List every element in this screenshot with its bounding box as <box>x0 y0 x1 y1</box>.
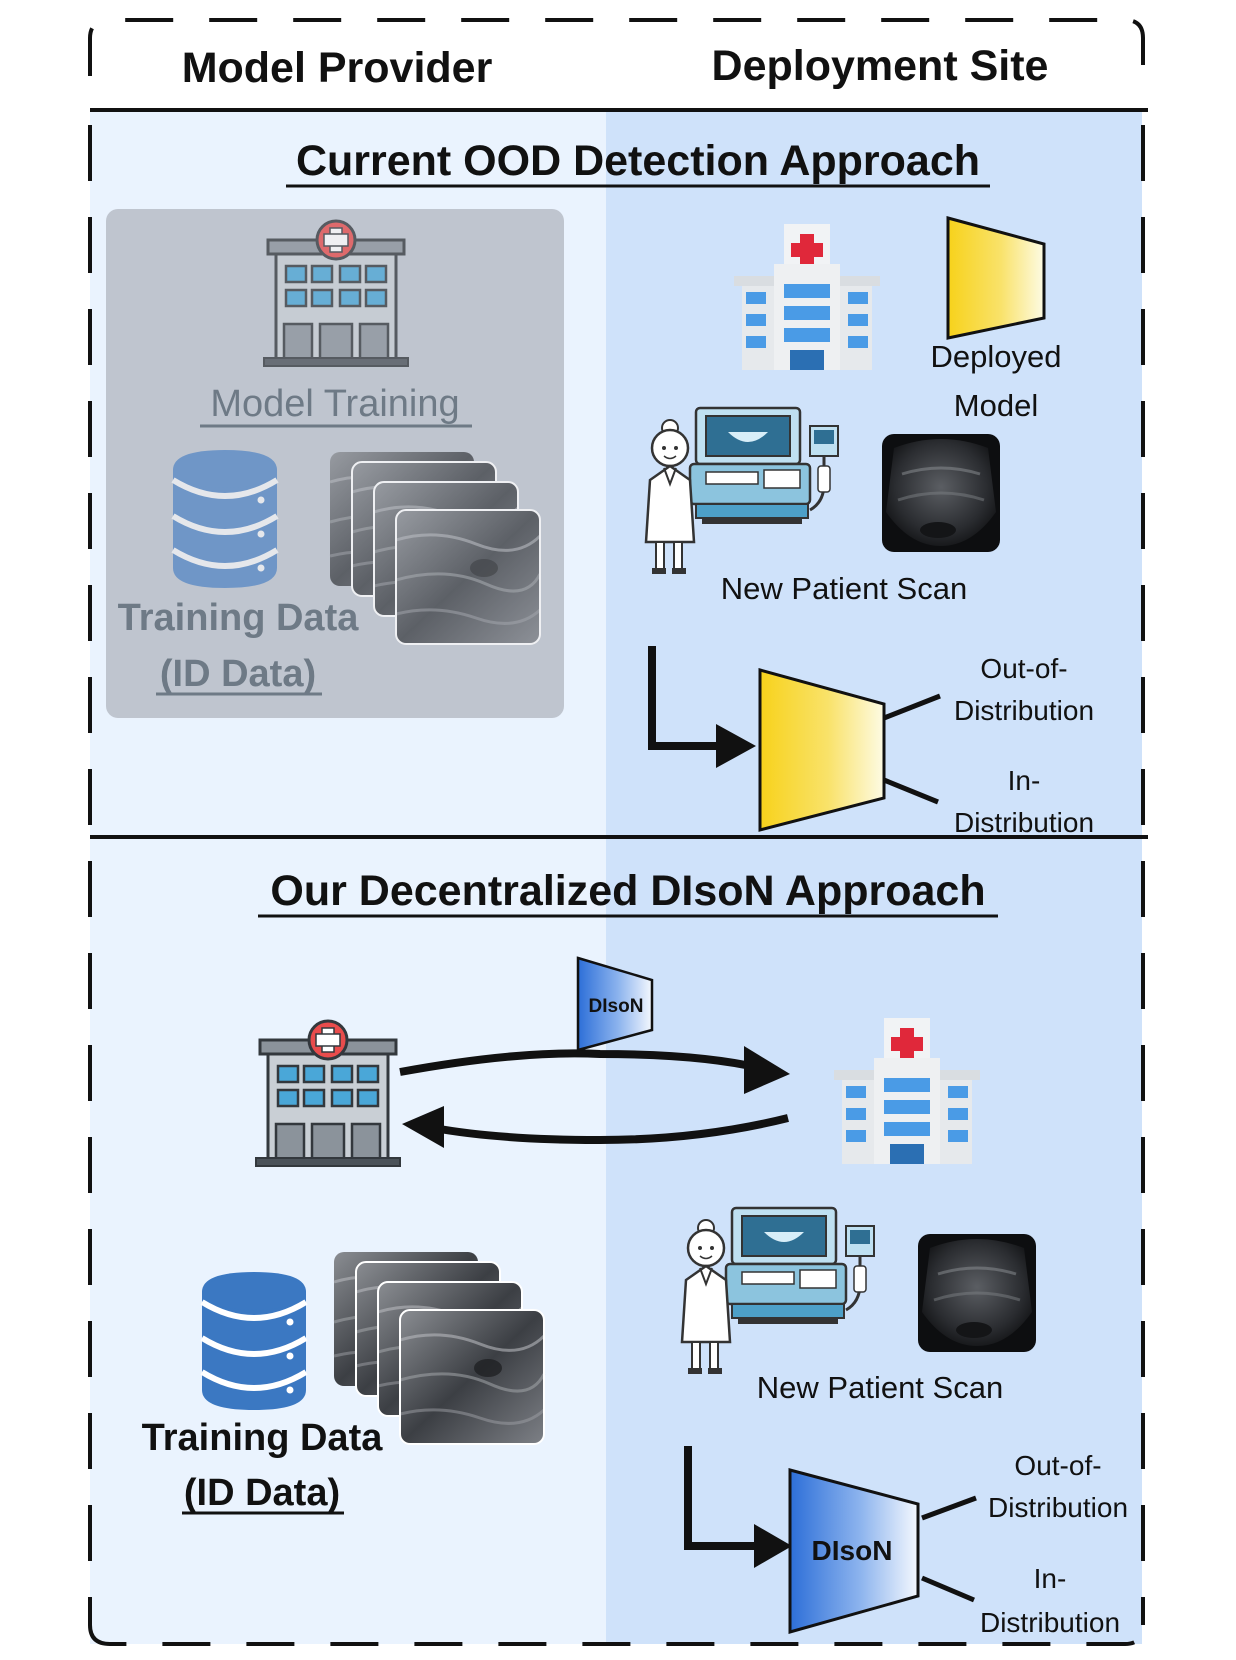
bottom-id-label-line2: Distribution <box>980 1607 1120 1638</box>
exchange-arrowhead-right <box>744 1046 790 1094</box>
top-id-label-line1: In- <box>1008 765 1041 796</box>
ood-detector-dison <box>788 1468 920 1634</box>
dison-transfer-model-icon <box>576 956 654 1052</box>
ood-detector-yellow <box>758 668 886 832</box>
bottom-ood-label-line2: Distribution <box>988 1492 1128 1523</box>
outer-frame-bottom <box>88 1624 1145 1646</box>
dison-model-label: DIsoN <box>812 1535 893 1566</box>
database-icon <box>173 450 277 588</box>
exchange-arrowhead-left <box>402 1106 444 1148</box>
header-deployment-site: Deployment Site <box>712 42 1049 90</box>
database-icon-bottom <box>202 1272 306 1410</box>
top-ood-label-line2: Distribution <box>954 695 1094 726</box>
bottom-id-label-line1: In- <box>1034 1563 1067 1594</box>
top-id-output-line <box>883 777 939 805</box>
top-flow-arrowhead <box>716 724 756 768</box>
dison-transfer-label: DIsoN <box>589 996 644 1017</box>
provider-hospital-icon-bottom <box>254 1019 402 1168</box>
id-data-label-bottom: (ID Data) <box>184 1472 340 1514</box>
new-patient-scan-image-bottom <box>916 1232 1038 1354</box>
exchange-arrow-to-deployment <box>399 1049 761 1076</box>
bottom-panel-title: Our Decentralized DIsoN Approach <box>270 867 985 915</box>
deployment-site-column <box>606 112 1142 1644</box>
model-training-caption: Model Training <box>210 383 459 425</box>
training-data-label: Training Data <box>118 597 360 639</box>
top-ood-label-line1: Out-of- <box>980 653 1067 684</box>
new-patient-scan-label-bottom: New Patient Scan <box>757 1370 1003 1405</box>
deployed-model-icon <box>946 216 1046 340</box>
top-ood-output-line <box>883 693 941 721</box>
bottom-flow-arrow <box>684 1446 766 1550</box>
header-model-provider: Model Provider <box>182 44 493 92</box>
bottom-flow-arrowhead <box>754 1524 792 1568</box>
training-data-label-bottom: Training Data <box>142 1417 384 1459</box>
bottom-id-output-line <box>921 1575 975 1603</box>
outer-frame-top <box>88 18 1145 76</box>
top-flow-arrow <box>648 646 728 750</box>
deployed-model-label-line1: Deployed <box>931 339 1062 374</box>
new-patient-scan-label: New Patient Scan <box>721 571 967 606</box>
new-patient-scan-image <box>880 432 1002 554</box>
bottom-ood-output-line <box>921 1495 977 1521</box>
provider-hospital-icon <box>262 219 410 368</box>
top-id-label-line2: Distribution <box>954 807 1094 838</box>
deployed-model-label-line2: Model <box>954 388 1038 423</box>
bottom-ood-label-line1: Out-of- <box>1014 1450 1101 1481</box>
exchange-arrow-to-provider <box>433 1114 789 1145</box>
top-panel-title: Current OOD Detection Approach <box>296 137 980 185</box>
id-data-label: (ID Data) <box>160 653 316 695</box>
